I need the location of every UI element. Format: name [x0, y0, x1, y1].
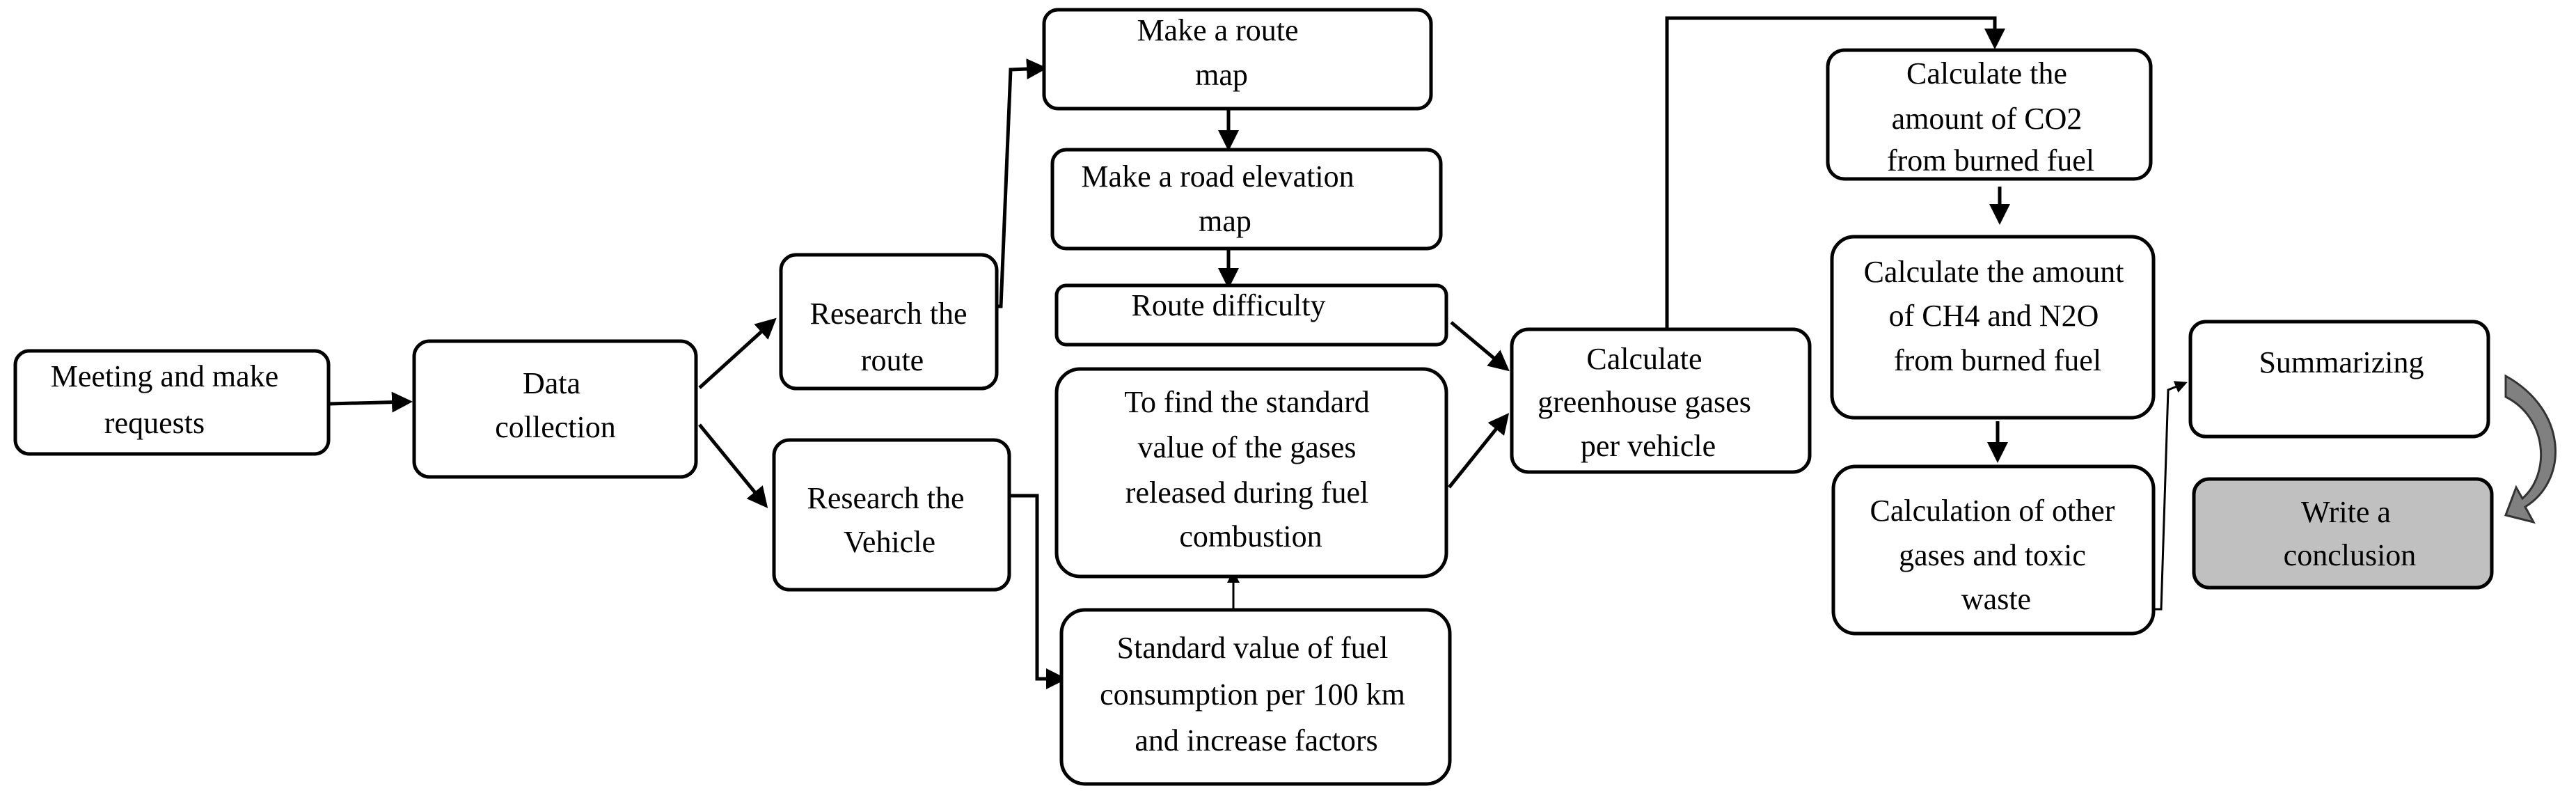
node-research-vehicle-label: Research the Vehicle: [807, 481, 972, 559]
edge-calc-ghg-to-calc-co2: [1665, 16, 2005, 329]
node-meeting: Meeting and make requests: [13, 349, 331, 456]
edge-research-vehicle-to-fuel-consumption: [1009, 494, 1067, 689]
curved-arrow-summarizing-to-conclusion: [2504, 374, 2557, 524]
node-route-difficulty: Route difficulty: [1054, 283, 1448, 347]
node-conclusion: Write a conclusion: [2192, 477, 2494, 590]
node-research-route: Research the route: [779, 253, 999, 391]
node-calc-ch4-n2o-label: Calculate the amount of CH4 and N2O from…: [1864, 255, 2132, 377]
node-standard-gases: To find the standard value of the gases …: [1054, 367, 1448, 579]
node-calc-co2-label: Calculate the amount of CO2 from burned …: [1887, 56, 2094, 178]
node-road-elevation-label: Make a road elevation map: [1081, 159, 1361, 238]
node-data-collection: Data collection: [412, 339, 698, 479]
node-fuel-consumption: Standard value of fuel consumption per 1…: [1059, 608, 1452, 786]
node-route-map: Make a route map: [1042, 8, 1433, 111]
node-calc-ghg: Calculate greenhouse gases per vehicle: [1510, 327, 1812, 474]
node-conclusion-label: Write a conclusion: [2284, 495, 2417, 572]
edge-meeting-to-data-collection: [329, 391, 413, 413]
node-calc-ghg-label: Calculate greenhouse gases per vehicle: [1538, 342, 1759, 463]
edge-calc-other-to-summarizing: [2155, 381, 2188, 611]
connectors: [329, 16, 2557, 689]
node-meeting-label: Meeting and make requests: [51, 359, 286, 440]
node-road-elevation: Make a road elevation map: [1050, 148, 1443, 251]
node-calc-other-label: Calculation of other gases and toxic was…: [1870, 494, 2123, 616]
node-calc-co2: Calculate the amount of CO2 from burned …: [1826, 48, 2153, 181]
node-route-map-label: Make a route map: [1137, 13, 1306, 92]
edge-data-collection-to-research-route: [698, 317, 777, 389]
node-calc-ch4-n2o: Calculate the amount of CH4 and N2O from…: [1830, 235, 2156, 420]
node-fuel-consumption-label: Standard value of fuel consumption per 1…: [1100, 631, 1413, 757]
node-research-vehicle: Research the Vehicle: [772, 438, 1011, 592]
node-standard-gases-label: To find the standard value of the gases …: [1124, 385, 1377, 553]
edge-research-route-to-route-map: [998, 58, 1048, 308]
node-summarizing-label: Summarizing: [2259, 345, 2424, 379]
node-research-route-label: Research the route: [810, 297, 975, 377]
edge-route-difficulty-to-calc-ghg: [1450, 321, 1510, 372]
node-route-difficulty-label: Route difficulty: [1131, 288, 1325, 322]
edge-standard-gases-to-calc-ghg: [1448, 413, 1510, 489]
edge-data-collection-to-research-vehicle: [698, 423, 768, 508]
node-summarizing: Summarizing: [2188, 320, 2490, 439]
node-calc-other: Calculation of other gases and toxic was…: [1831, 464, 2156, 636]
node-data-collection-label: Data collection: [495, 366, 616, 444]
